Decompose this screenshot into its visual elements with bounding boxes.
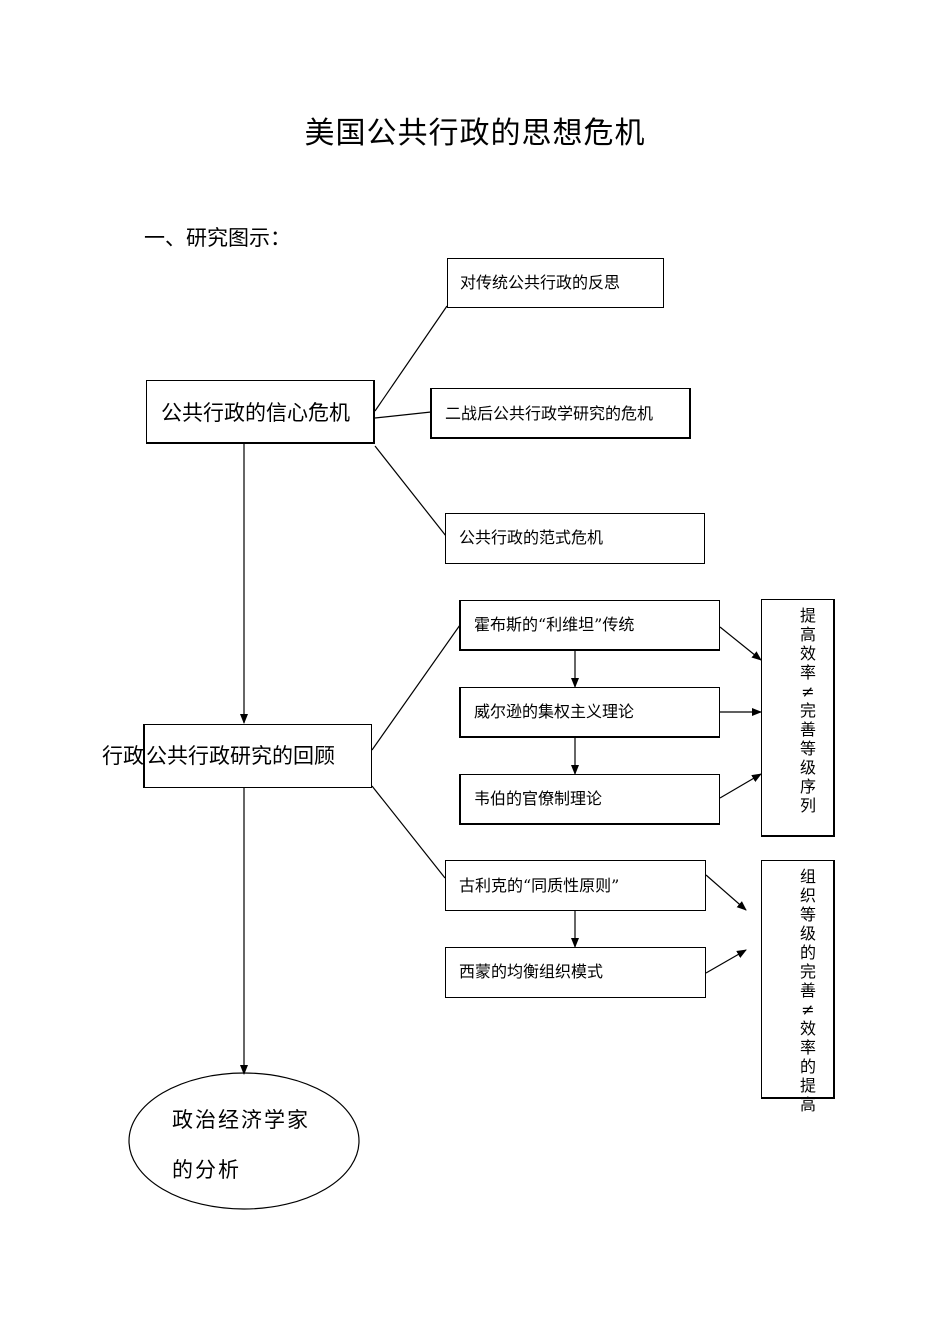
weber-label: 韦伯的官僚制理论	[474, 789, 603, 808]
perfection-note-label: 组织等级的完善≠效率的提高	[799, 867, 816, 1114]
hobbes-label: 霍布斯的“利维坦”传统	[474, 615, 635, 634]
postwar-crisis-box: 二战后公共行政学研究的危机	[430, 388, 691, 439]
wilson-box: 威尔逊的集权主义理论	[459, 687, 720, 738]
review-label: 公共行政研究的回顾	[146, 744, 335, 768]
wilson-label: 威尔逊的集权主义理论	[474, 702, 635, 721]
review-box	[143, 724, 372, 788]
link-hobbes	[371, 624, 461, 751]
link-paradigm	[374, 445, 447, 537]
review-prefix-label: 行政	[102, 744, 144, 768]
confidence-crisis-label: 公共行政的信心危机	[161, 401, 350, 425]
hobbes-box: 霍布斯的“利维坦”传统	[459, 600, 720, 651]
efficiency-note-label: 提高效率≠完善等级序列	[799, 606, 816, 815]
weber-box: 韦伯的官僚制理论	[459, 774, 720, 825]
link-postwar	[374, 411, 432, 419]
confidence-crisis-box: 公共行政的信心危机	[146, 380, 375, 444]
gulick-label: 古利克的“同质性原则”	[459, 876, 620, 895]
simon-label: 西蒙的均衡组织模式	[459, 962, 604, 981]
paradigm-crisis-box: 公共行政的范式危机	[445, 513, 705, 564]
arrow-simon-to-note	[705, 949, 747, 974]
page-title: 美国公共行政的思想危机	[304, 116, 646, 151]
reflection-label: 对传统公共行政的反思	[460, 273, 621, 292]
economist-ellipse	[128, 1072, 360, 1210]
link-reflection	[374, 305, 448, 412]
paradigm-crisis-label: 公共行政的范式危机	[459, 528, 604, 547]
link-gulick	[371, 785, 446, 879]
efficiency-note-box: 提高效率≠完善等级序列	[761, 599, 835, 837]
economist-label-line2: 的分析	[172, 1158, 241, 1182]
reflection-box: 对传统公共行政的反思	[447, 258, 664, 308]
postwar-crisis-label: 二战后公共行政学研究的危机	[445, 404, 654, 423]
perfection-note-box: 组织等级的完善≠效率的提高	[761, 860, 835, 1114]
section-heading: 一、研究图示：	[144, 226, 291, 250]
economist-label-line1: 政治经济学家	[172, 1108, 310, 1132]
arrow-hobbes-to-note	[719, 626, 762, 661]
arrow-gulick-to-note	[705, 874, 747, 911]
arrow-weber-to-note	[719, 773, 762, 799]
simon-box: 西蒙的均衡组织模式	[445, 947, 706, 998]
gulick-box: 古利克的“同质性原则”	[445, 860, 706, 911]
